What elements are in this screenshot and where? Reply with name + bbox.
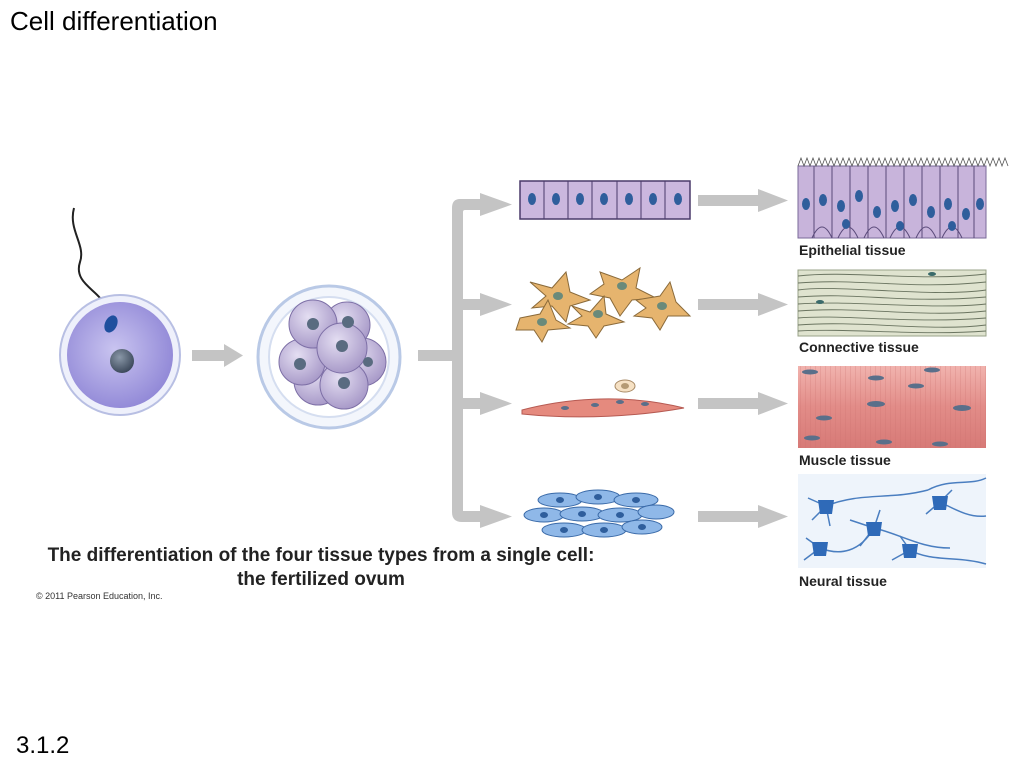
epithelial-cells	[519, 180, 691, 220]
connective-cells	[515, 266, 692, 343]
neural-tissue-image	[798, 474, 987, 568]
figure-caption: The differentiation of the four tissue t…	[36, 544, 606, 592]
early-embryo	[256, 284, 402, 430]
label-neural-tissue: Neural tissue	[799, 573, 887, 589]
arrows-to-tissues	[698, 189, 788, 528]
slide-title: Cell differentiation	[10, 6, 218, 36]
muscle-cell	[521, 379, 685, 418]
branch-arrows	[418, 193, 512, 528]
label-epithelial-tissue: Epithelial tissue	[799, 242, 906, 258]
arrow-ovum-to-embryo	[192, 344, 243, 367]
label-muscle-tissue: Muscle tissue	[799, 452, 891, 468]
muscle-tissue-image	[798, 366, 986, 448]
label-connective-tissue: Connective tissue	[799, 339, 919, 355]
neural-precursor-cells	[523, 489, 675, 538]
caption-line-1: The differentiation of the four tissue t…	[47, 545, 595, 566]
slide-number: 3.1.2	[16, 732, 70, 759]
epithelial-tissue-image	[797, 156, 1009, 239]
fertilized-ovum	[59, 207, 181, 416]
copyright-notice: © 2011 Pearson Education, Inc.	[36, 591, 163, 601]
connective-tissue-image	[797, 269, 987, 337]
caption-line-2: the fertilized ovum	[237, 569, 405, 590]
